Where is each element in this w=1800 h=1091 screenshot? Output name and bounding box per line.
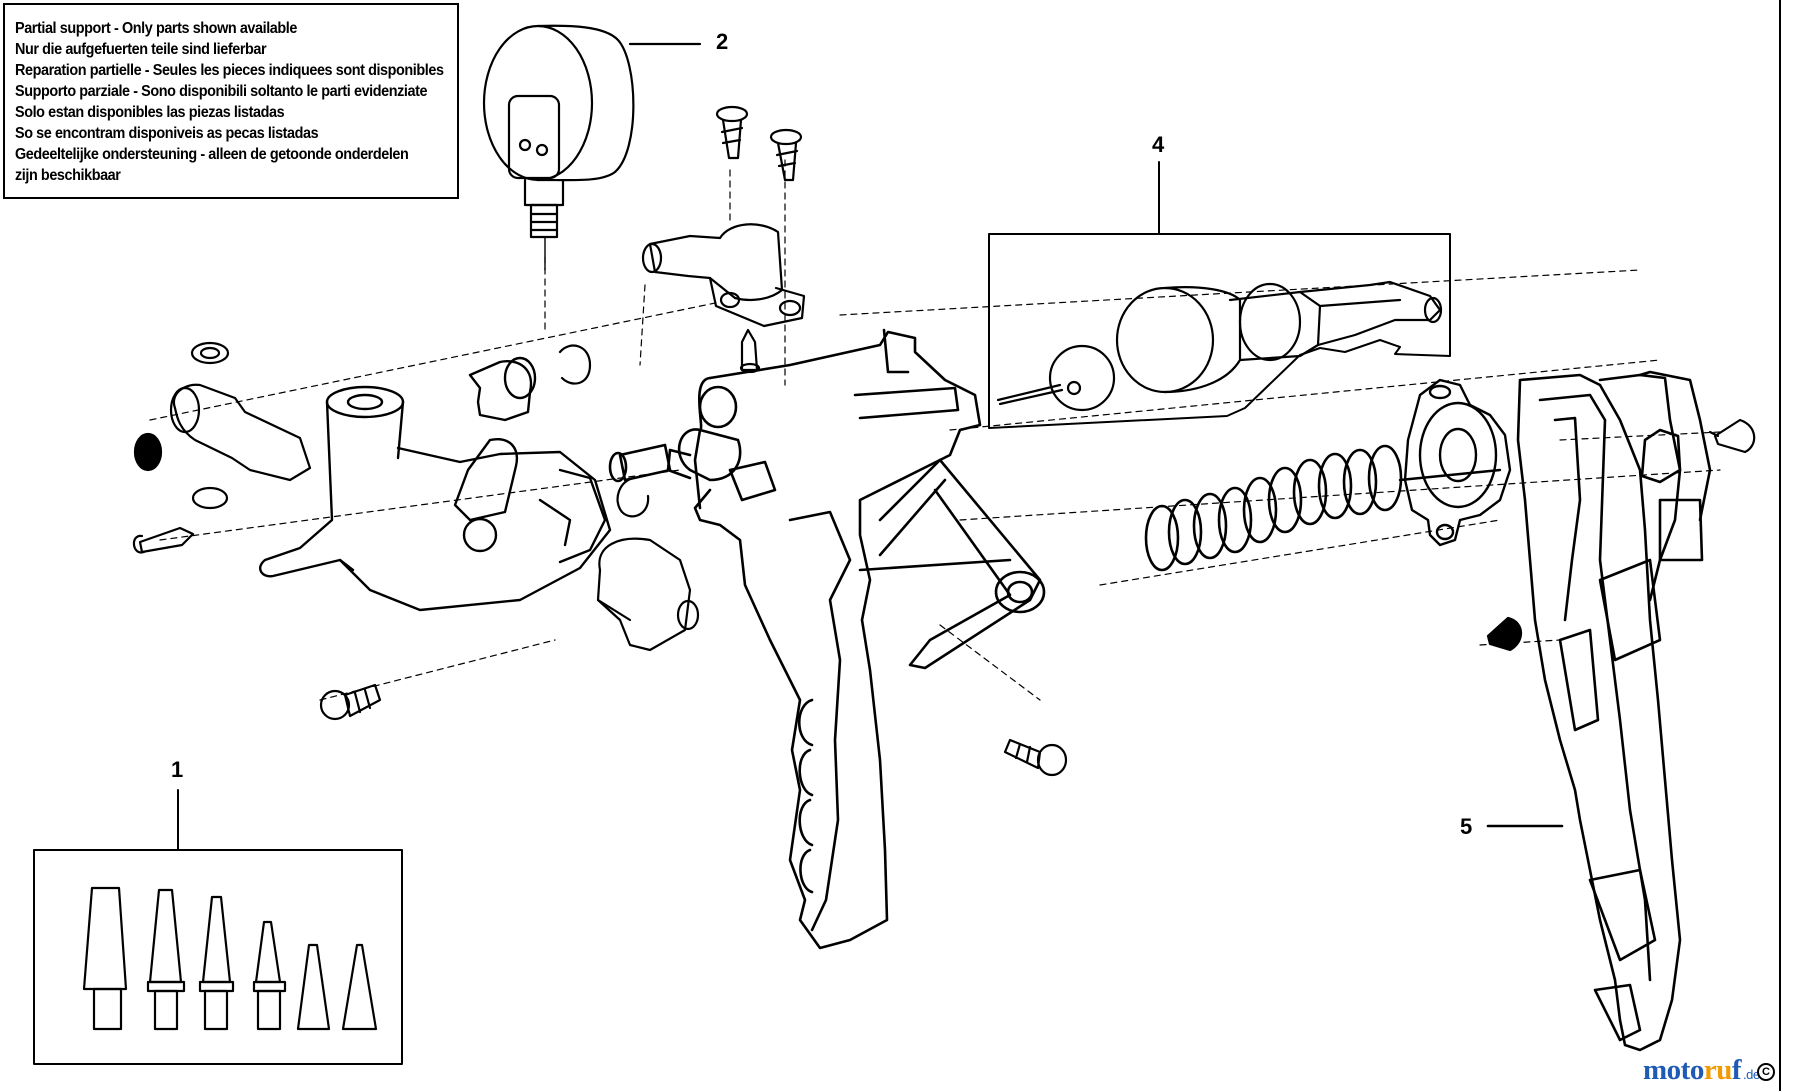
notice-line-5: Solo estan disponibles las piezas listad… bbox=[15, 104, 285, 121]
callout-1: 1 bbox=[171, 757, 184, 782]
valve-cap bbox=[596, 537, 700, 652]
pump-body bbox=[259, 356, 612, 612]
screws-right bbox=[1486, 418, 1756, 652]
valve-needle bbox=[739, 328, 761, 374]
callout-5: 5 bbox=[1460, 814, 1473, 839]
notice-line-3: Reparation partielle - Seules les pieces… bbox=[15, 62, 444, 79]
valve-housing bbox=[1398, 378, 1512, 547]
coil-spring bbox=[1144, 444, 1403, 572]
partial-support-notice: Partial support - Only parts shown avail… bbox=[3, 3, 459, 199]
notice-line-4: Supporto parziale - Sono disponibili sol… bbox=[15, 83, 428, 100]
copyright-circle-icon: C bbox=[1757, 1063, 1775, 1081]
assembly-leader-lines bbox=[149, 159, 1721, 701]
retaining-clips bbox=[558, 344, 650, 518]
part-1-nozzle-kit bbox=[33, 789, 403, 1065]
small-screws-top bbox=[715, 105, 803, 182]
screw-middle-right bbox=[1003, 738, 1068, 777]
part-4-piston-kit bbox=[988, 161, 1451, 429]
callout-2: 2 bbox=[716, 29, 729, 54]
notice-line-8: zijn beschikbaar bbox=[15, 167, 121, 184]
watermark-part-b: ru bbox=[1703, 1054, 1733, 1086]
part-2-pressure-gauge bbox=[482, 24, 702, 271]
screw-bottom-left bbox=[319, 683, 382, 721]
watermark-logo: motoruf.de bbox=[1643, 1054, 1760, 1087]
left-valve-assembly bbox=[132, 341, 312, 554]
notice-line-2: Nur die aufgefuerten teile sind lieferba… bbox=[15, 41, 267, 58]
callout-4: 4 bbox=[1152, 132, 1165, 157]
notice-line-1: Partial support - Only parts shown avail… bbox=[15, 20, 297, 37]
watermark-tld: .de bbox=[1743, 1067, 1760, 1082]
watermark-part-c: f bbox=[1731, 1054, 1742, 1086]
elbow-fitting bbox=[641, 223, 806, 328]
notice-line-6: So se encontram disponiveis as pecas lis… bbox=[15, 125, 319, 142]
part-5-trigger-lever bbox=[1486, 370, 1712, 1052]
gun-body-handle bbox=[608, 328, 1046, 950]
watermark-part-a: moto bbox=[1643, 1054, 1704, 1086]
notice-line-7: Gedeeltelijke ondersteuning - alleen de … bbox=[15, 146, 409, 163]
